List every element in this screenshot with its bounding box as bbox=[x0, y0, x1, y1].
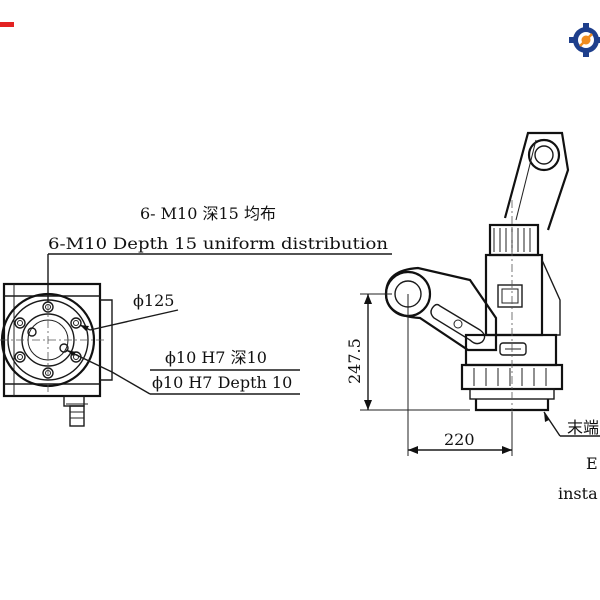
pin-note-cn: ϕ10 H7 深10 bbox=[165, 348, 267, 367]
dim-height-label: 247.5 bbox=[345, 338, 364, 384]
pin-note-en: ϕ10 H7 Depth 10 bbox=[152, 373, 292, 392]
leader-lines-left bbox=[47, 253, 392, 395]
mount-note-en: 6-M10 Depth 15 uniform distribution bbox=[48, 234, 388, 253]
end-label-cn: 末端 bbox=[567, 418, 599, 437]
diameter-125-label: ϕ125 bbox=[133, 291, 174, 310]
company-logo-icon bbox=[569, 23, 600, 57]
dim-width-label: 220 bbox=[444, 430, 475, 449]
mount-note-cn: 6- M10 深15 均布 bbox=[140, 204, 276, 223]
end-label-en: E bbox=[586, 454, 598, 473]
flange-front-view bbox=[0, 282, 113, 427]
install-label: insta bbox=[558, 484, 598, 503]
dimension-lines-right bbox=[360, 293, 600, 456]
arm-side-view bbox=[384, 131, 570, 420]
brand-red-mark bbox=[0, 22, 14, 27]
